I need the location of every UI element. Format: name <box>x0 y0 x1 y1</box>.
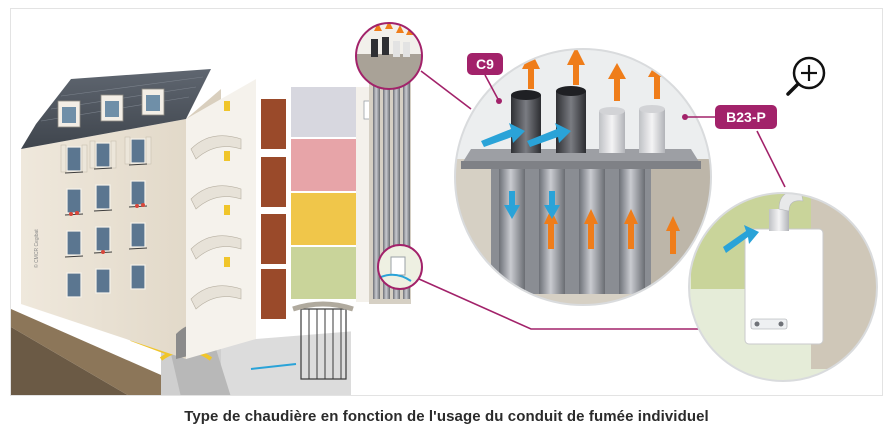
label-b23p-text: B23-P <box>726 109 766 125</box>
callout-lines <box>418 70 786 330</box>
figure-caption: Type de chaudière en fonction de l'usage… <box>184 408 709 425</box>
label-c9-text: C9 <box>476 56 494 72</box>
staircase-cutaway <box>186 79 256 359</box>
label-c9: C9 <box>467 53 503 104</box>
image-credit: © CMCR Cegibat <box>34 229 40 268</box>
boiler-location-detail <box>377 244 423 290</box>
boiler-zoom <box>688 192 878 382</box>
chimney-stack <box>369 64 411 304</box>
zoom-in-icon[interactable] <box>784 52 832 100</box>
flue-outlets-zoom <box>454 48 712 306</box>
label-b23p: B23-P <box>682 105 777 129</box>
illustration-frame: C9 B23-P <box>10 8 883 396</box>
boiler-flue-illustration: C9 B23-P <box>11 22 878 395</box>
facade-windows <box>60 136 152 298</box>
